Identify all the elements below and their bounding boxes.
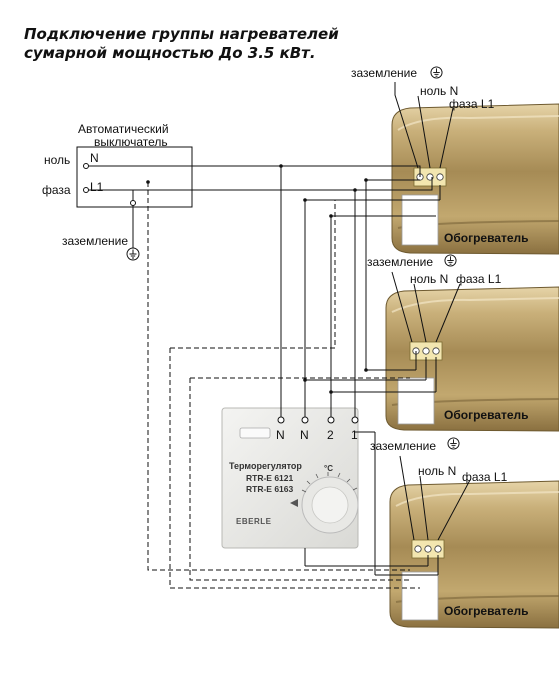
dial-pointer-icon: [290, 499, 298, 507]
heater-3-terminal-block: [411, 539, 445, 559]
heater-2-nameplate: [397, 377, 435, 425]
heater-3-nameplate: [401, 571, 439, 621]
thermostat-name-line-2: RTR-E 6121: [246, 473, 294, 483]
heater-3-neutral-label: ноль N: [418, 464, 457, 478]
title-line-2: сумарной мощностью До 3.5 кВт.: [24, 44, 316, 62]
heater-2: [385, 286, 559, 432]
thermostat-name-line-3: RTR-E 6163: [246, 484, 294, 494]
breaker-box: [76, 146, 193, 208]
heater-3-ground-label: заземление: [370, 439, 437, 453]
breaker-label-line-1: Автоматический: [78, 122, 169, 136]
thermostat-terminal-markers: [277, 416, 359, 424]
ground-wires-dashed: [147, 182, 420, 589]
breaker-neutral-label: ноль: [44, 153, 71, 167]
thermostat-terminal-n2: N: [300, 428, 309, 442]
breaker-phase-label: фаза: [42, 183, 71, 197]
heater-1-terminal-block: [413, 167, 447, 187]
heater-3-phase-label: фаза L1: [462, 470, 508, 484]
heater-1-nameplate: [401, 194, 439, 246]
heater-1-ground-icon: [430, 66, 443, 79]
heater-2-name: Обогреватель: [444, 408, 529, 422]
heater-1-neutral-label: ноль N: [420, 84, 459, 98]
page-title: Подключение группы нагревателей сумарной…: [24, 25, 339, 63]
thermostat-name-line-1: Терморегулятор: [229, 461, 302, 471]
breaker-neutral-terminal: N: [90, 151, 99, 165]
breaker-terminals: [83, 163, 136, 206]
heater-2-neutral-label: ноль N: [410, 272, 449, 286]
junction-dots: [146, 164, 368, 394]
breaker-label-line-2: выключатель: [94, 135, 168, 149]
title-line-1: Подключение группы нагревателей: [24, 25, 339, 43]
heater-3-name: Обогреватель: [444, 604, 529, 618]
heater-2-phase-label: фаза L1: [456, 272, 502, 286]
thermostat-terminal-2: 2: [327, 428, 334, 442]
breaker-ground-label: заземление: [62, 234, 129, 248]
thermostat-brand: EBERLE: [236, 517, 272, 526]
thermostat-unit: °C: [324, 464, 333, 473]
thermostat-terminal-1: 1: [351, 428, 358, 442]
heater-1-name: Обогреватель: [444, 231, 529, 245]
heater-2-ground-icon: [444, 254, 457, 267]
breaker-phase-terminal: L1: [90, 180, 104, 194]
heater-1-phase-label: фаза L1: [449, 97, 495, 111]
breaker-ground-icon: [126, 247, 140, 261]
heater-2-terminal-block: [409, 341, 443, 361]
heater-1-ground-label: заземление: [351, 66, 418, 80]
thermostat-device: [221, 407, 359, 549]
heater-3-ground-icon: [447, 437, 460, 450]
heater-2-ground-label: заземление: [367, 255, 434, 269]
thermostat-terminal-n1: N: [276, 428, 285, 442]
